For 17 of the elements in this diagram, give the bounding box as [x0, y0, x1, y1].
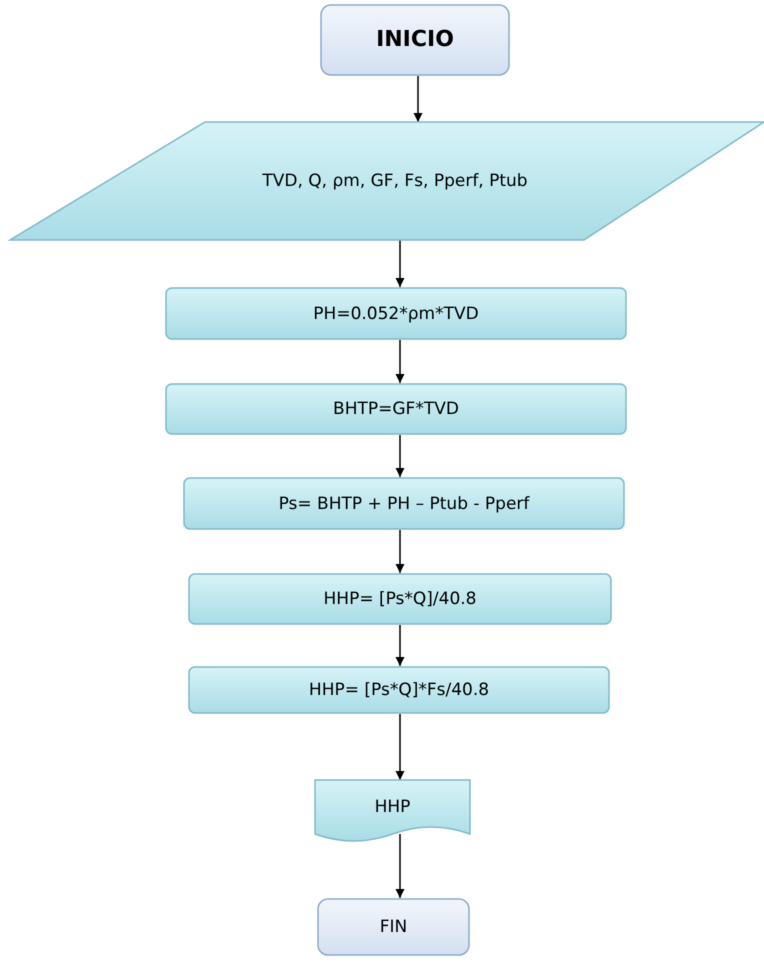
- node-label: PH=0.052*ρm*TVD: [312, 302, 480, 324]
- arrow: [396, 834, 404, 898]
- node-label: BHTP=GF*TVD: [332, 398, 460, 420]
- node-label: HHP= [Ps*Q]*Fs/40.8: [308, 679, 490, 701]
- node-label: HHP= [Ps*Q]/40.8: [322, 588, 478, 610]
- node-label: INICIO: [375, 27, 455, 53]
- arrow: [396, 340, 404, 383]
- arrow: [396, 530, 404, 573]
- arrow: [414, 76, 422, 122]
- node-label: HHP: [374, 796, 412, 818]
- arrow: [396, 240, 404, 287]
- node-label: Ps= BHTP + PH – Ptub - Pperf: [278, 492, 531, 514]
- arrow: [396, 625, 404, 666]
- node-label: TVD, Q, ρm, GF, Fs, Pperf, Ptub: [261, 170, 529, 192]
- arrow: [396, 435, 404, 477]
- arrow: [396, 714, 404, 780]
- node-label: FIN: [378, 916, 408, 938]
